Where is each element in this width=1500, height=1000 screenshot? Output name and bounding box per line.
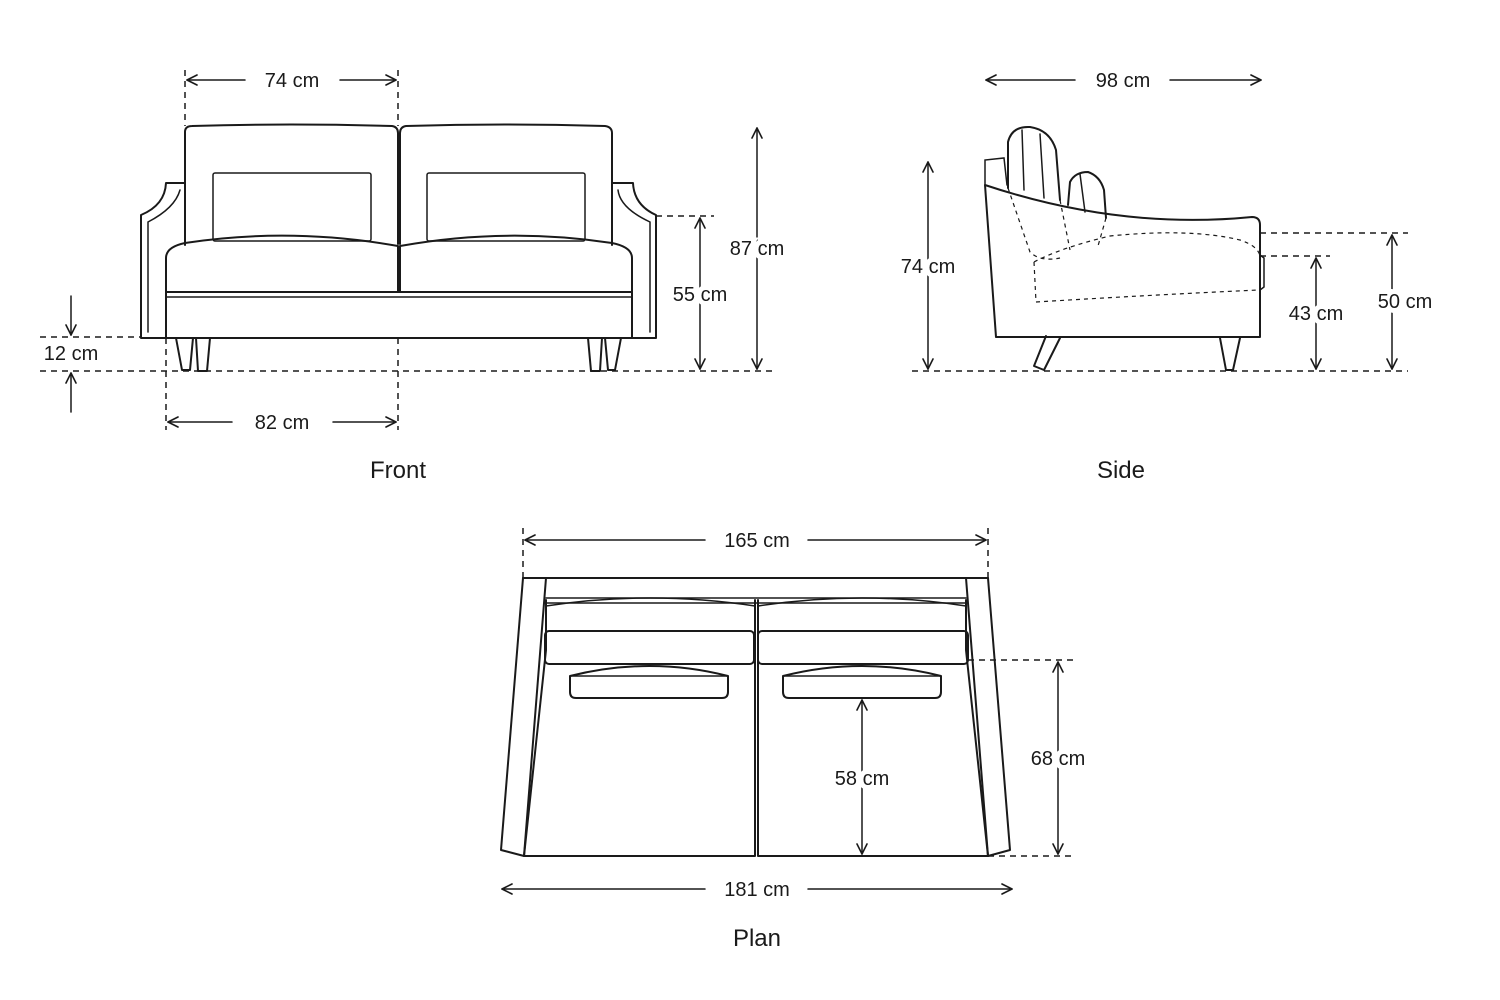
- plan-back-cushion-right: [757, 630, 969, 665]
- front-seat-cushion-left: [165, 234, 399, 293]
- front-seat-cushion-right: [399, 234, 633, 293]
- dim-plan-depth: 68 cm: [1031, 748, 1085, 770]
- side-seat-top-hidden: [1033, 232, 1261, 263]
- dim-side-depth: 98 cm: [1096, 70, 1150, 92]
- front-back-cushion-left: [184, 123, 399, 246]
- front-view: 74 cm 82 cm 87 cm 55 cm 12 cm Front: [40, 70, 789, 484]
- view-label-side: Side: [1097, 457, 1145, 484]
- dim-plan-seat-depth: 58 cm: [835, 768, 889, 790]
- plan-back-cushion-left: [544, 630, 755, 665]
- front-left-arm: [140, 182, 186, 339]
- side-seat-base-hidden: [1035, 289, 1259, 303]
- front-leg-left-1: [175, 337, 194, 371]
- dim-side-back-seat-height: 50 cm: [1378, 291, 1432, 313]
- plan-seat-left: [523, 599, 756, 857]
- side-back-cushion: [1007, 125, 1061, 201]
- dim-side-arm-height: 74 cm: [901, 256, 955, 278]
- view-label-front: Front: [370, 457, 426, 484]
- front-right-arm-inner: [617, 189, 651, 333]
- dim-plan-inner-width: 165 cm: [724, 530, 790, 552]
- dim-front-total-height: 87 cm: [730, 238, 784, 260]
- front-base: [165, 291, 633, 339]
- side-leg-front: [1219, 337, 1241, 371]
- front-right-arm: [611, 182, 657, 339]
- plan-seat-right: [757, 599, 989, 857]
- front-leg-right-1: [587, 337, 603, 372]
- side-leg-back: [1033, 335, 1061, 371]
- dim-plan-total-width: 181 cm: [724, 879, 790, 901]
- dim-front-seat-width: 82 cm: [255, 412, 309, 434]
- dim-front-leg-height: 12 cm: [44, 343, 98, 365]
- dim-front-cushion-width: 74 cm: [265, 70, 319, 92]
- plan-scatter-cushion-right: [782, 665, 942, 699]
- front-back-cushion-right: [399, 123, 613, 246]
- front-left-arm-inner: [147, 189, 181, 333]
- front-leg-left-2: [195, 337, 211, 372]
- plan-view: 165 cm 181 cm 68 cm 58 cm Plan: [500, 528, 1090, 952]
- side-scatter-cushion: [1067, 171, 1107, 219]
- front-leg-right-2: [604, 337, 622, 371]
- front-scatter-cushion-right: [426, 172, 586, 242]
- dim-side-seat-height: 43 cm: [1289, 303, 1343, 325]
- side-arm-cap: [984, 157, 1008, 186]
- side-view: 98 cm 74 cm 43 cm 50 cm Side: [896, 70, 1437, 484]
- plan-right-arm: [965, 577, 1011, 857]
- dim-front-arm-height: 55 cm: [673, 284, 727, 306]
- front-scatter-cushion-left: [212, 172, 372, 242]
- side-body: [984, 184, 1261, 338]
- plan-scatter-cushion-left: [569, 665, 729, 699]
- view-label-plan: Plan: [733, 925, 781, 952]
